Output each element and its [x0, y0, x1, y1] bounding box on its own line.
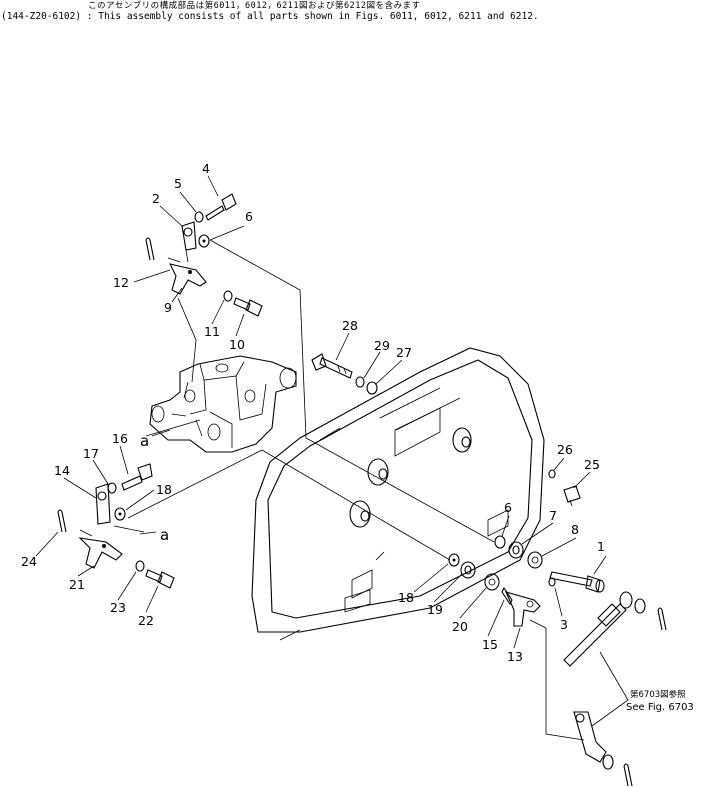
part-20-washer	[484, 573, 500, 591]
part-22-bolt	[145, 569, 175, 589]
callout-24: 24	[21, 554, 37, 569]
callout-20: 20	[452, 619, 468, 634]
callout-9: 9	[164, 300, 172, 315]
part-8-washer	[527, 551, 543, 569]
part-24-cotter-pin-lower	[57, 509, 67, 533]
header-note-english: (144-Z20-6102) : This assembly consists …	[1, 11, 539, 22]
callout-labels: 1 2 3 4 5 6 6 7 8 9 10 11 12 13 14 16 15…	[21, 161, 605, 664]
part-28-bolt-long	[311, 353, 353, 379]
part-4-bolt	[205, 193, 237, 221]
callout-21: 21	[69, 577, 85, 592]
part-18-nut-lower	[448, 553, 460, 567]
callout-12: 12	[113, 275, 129, 290]
panel-boss-middle	[367, 458, 389, 486]
callout-19: 19	[427, 602, 443, 617]
callout-14: 14	[54, 463, 70, 478]
right-rod-assembly	[563, 591, 667, 667]
part-16-bolt	[121, 463, 153, 491]
callout-13: 13	[507, 649, 523, 664]
callout-17: 17	[83, 446, 99, 461]
callout-4: 4	[202, 161, 210, 176]
link-mark-a-upper-arrow	[151, 429, 171, 437]
callout-10: 10	[229, 337, 245, 352]
reference-note-english: See Fig. 6703	[626, 702, 694, 713]
part-26-ring	[548, 469, 556, 479]
callout-29: 29	[374, 338, 390, 353]
callout-8: 8	[571, 522, 579, 537]
callout-16: 16	[112, 431, 128, 446]
callout-7: 7	[549, 508, 557, 523]
part-3-ring	[548, 577, 556, 587]
assembly-lines	[113, 239, 629, 741]
link-mark-a-upper: a	[140, 432, 149, 450]
part-21-lever-lower	[78, 529, 123, 569]
callout-3: 3	[560, 617, 568, 632]
part-2-clevis-upper	[181, 221, 197, 263]
part-7-bushing	[508, 541, 524, 559]
callout-11: 11	[204, 324, 220, 339]
callout-2: 2	[152, 191, 160, 206]
callout-22: 22	[138, 613, 154, 628]
link-mark-a-lower-arrow	[139, 531, 157, 535]
callout-leaders	[35, 175, 607, 649]
part-11-washer	[223, 290, 233, 302]
part-27-nut	[366, 381, 378, 395]
part-9-lever-upper	[167, 257, 207, 295]
part-15-pin	[501, 586, 513, 606]
part-13-lever-right	[505, 591, 541, 627]
callout-15: 15	[482, 637, 498, 652]
callout-1: 1	[597, 539, 605, 554]
part-10-bolt	[233, 297, 263, 317]
callout-18-left: 18	[156, 482, 172, 497]
callout-23: 23	[110, 600, 126, 615]
part-1-shaft	[549, 571, 605, 593]
header-note-japanese: このアセンブリの構成部品は第6011，6012，6211図および第6212図を含…	[88, 1, 421, 11]
callout-27: 27	[396, 345, 412, 360]
part-18-nut-left	[114, 507, 126, 521]
part-25-screw	[563, 485, 581, 507]
part-19-bushing	[460, 561, 476, 579]
part-6-nut-right	[494, 535, 506, 549]
part-17-washer	[107, 482, 117, 494]
external-linkage-arm	[573, 711, 633, 787]
part-14-clevis-lower	[95, 483, 111, 525]
part-6-nut-upper	[198, 234, 210, 248]
callout-6-upper: 6	[245, 209, 253, 224]
part-29-washer	[355, 376, 365, 388]
callout-6-lower: 6	[504, 500, 512, 515]
part-12-cotter-pin-upper	[145, 237, 155, 261]
link-mark-a-lower: a	[160, 526, 169, 544]
callout-28: 28	[342, 318, 358, 333]
callout-18-lower: 18	[398, 590, 414, 605]
callout-25: 25	[584, 457, 600, 472]
panel-boss-upper	[452, 427, 472, 453]
control-valve-assembly	[149, 355, 297, 453]
callout-26: 26	[557, 442, 573, 457]
part-23-washer	[135, 560, 145, 572]
part-5-washer	[194, 211, 204, 223]
control-panel-housing	[251, 347, 545, 641]
panel-boss-lower	[349, 500, 371, 528]
callout-5: 5	[174, 176, 182, 191]
reference-note-japanese: 第6703図参照	[630, 689, 686, 700]
